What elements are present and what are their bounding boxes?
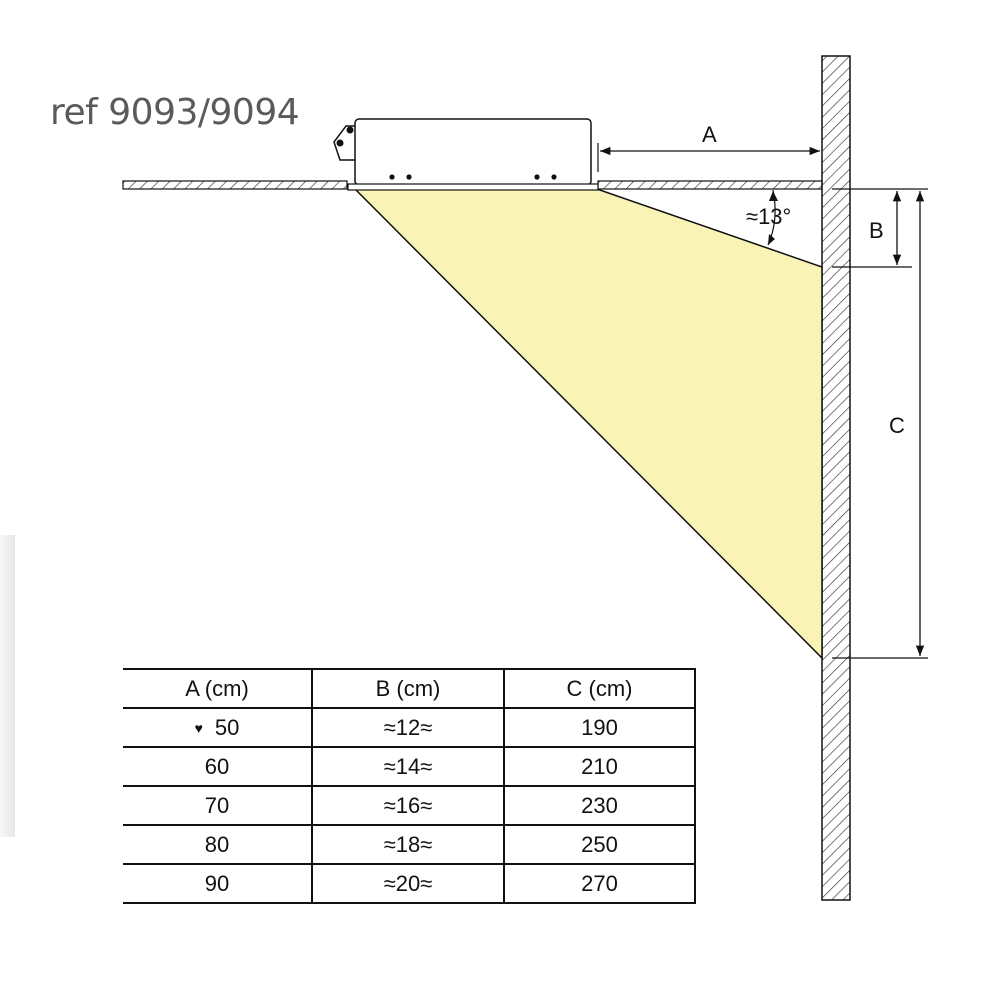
- header-a: A (cm): [123, 668, 313, 709]
- reference-title: ref 9093/9094: [50, 92, 300, 133]
- table-header-row: A (cm) B (cm) C (cm): [123, 668, 696, 709]
- cell-c: 230: [504, 785, 696, 826]
- dimension-c: [832, 188, 928, 659]
- cell-c: 210: [504, 746, 696, 787]
- cell-b: ≈16≈: [312, 785, 505, 826]
- header-b: B (cm): [312, 668, 505, 709]
- cell-b: ≈18≈: [312, 824, 505, 865]
- cell-c: 270: [504, 863, 696, 904]
- label-c: C: [889, 413, 905, 438]
- cell-b: ≈12≈: [312, 707, 505, 748]
- cell-c: 250: [504, 824, 696, 865]
- cell-a: 60: [123, 746, 313, 787]
- cell-a: ♥50: [123, 707, 313, 748]
- cell-a: 70: [123, 785, 313, 826]
- cell-c: 190: [504, 707, 696, 748]
- label-b: B: [869, 218, 884, 243]
- cell-a: 90: [123, 863, 313, 904]
- cell-b: ≈20≈: [312, 863, 505, 904]
- cell-b: ≈14≈: [312, 746, 505, 787]
- dimension-table: A (cm) B (cm) C (cm) ♥50 ≈12≈ 190 60 ≈14…: [123, 668, 696, 904]
- table-row: 90 ≈20≈ 270: [123, 863, 696, 904]
- label-a: A: [702, 122, 717, 147]
- table-row: 70 ≈16≈ 230: [123, 785, 696, 826]
- dimension-b: [832, 188, 912, 268]
- table-row: 80 ≈18≈ 250: [123, 824, 696, 865]
- heater-unit: [333, 118, 599, 191]
- label-angle: ≈13°: [746, 204, 792, 229]
- side-panel: [0, 535, 15, 837]
- heart-icon: ♥: [194, 719, 203, 736]
- table-row: ♥50 ≈12≈ 190: [123, 707, 696, 748]
- dimension-a: [597, 143, 820, 172]
- angle-mark: [767, 189, 778, 246]
- wall: [821, 55, 851, 901]
- header-c: C (cm): [504, 668, 696, 709]
- cell-a: 80: [123, 824, 313, 865]
- light-beam: [353, 188, 823, 660]
- table-row: 60 ≈14≈ 210: [123, 746, 696, 787]
